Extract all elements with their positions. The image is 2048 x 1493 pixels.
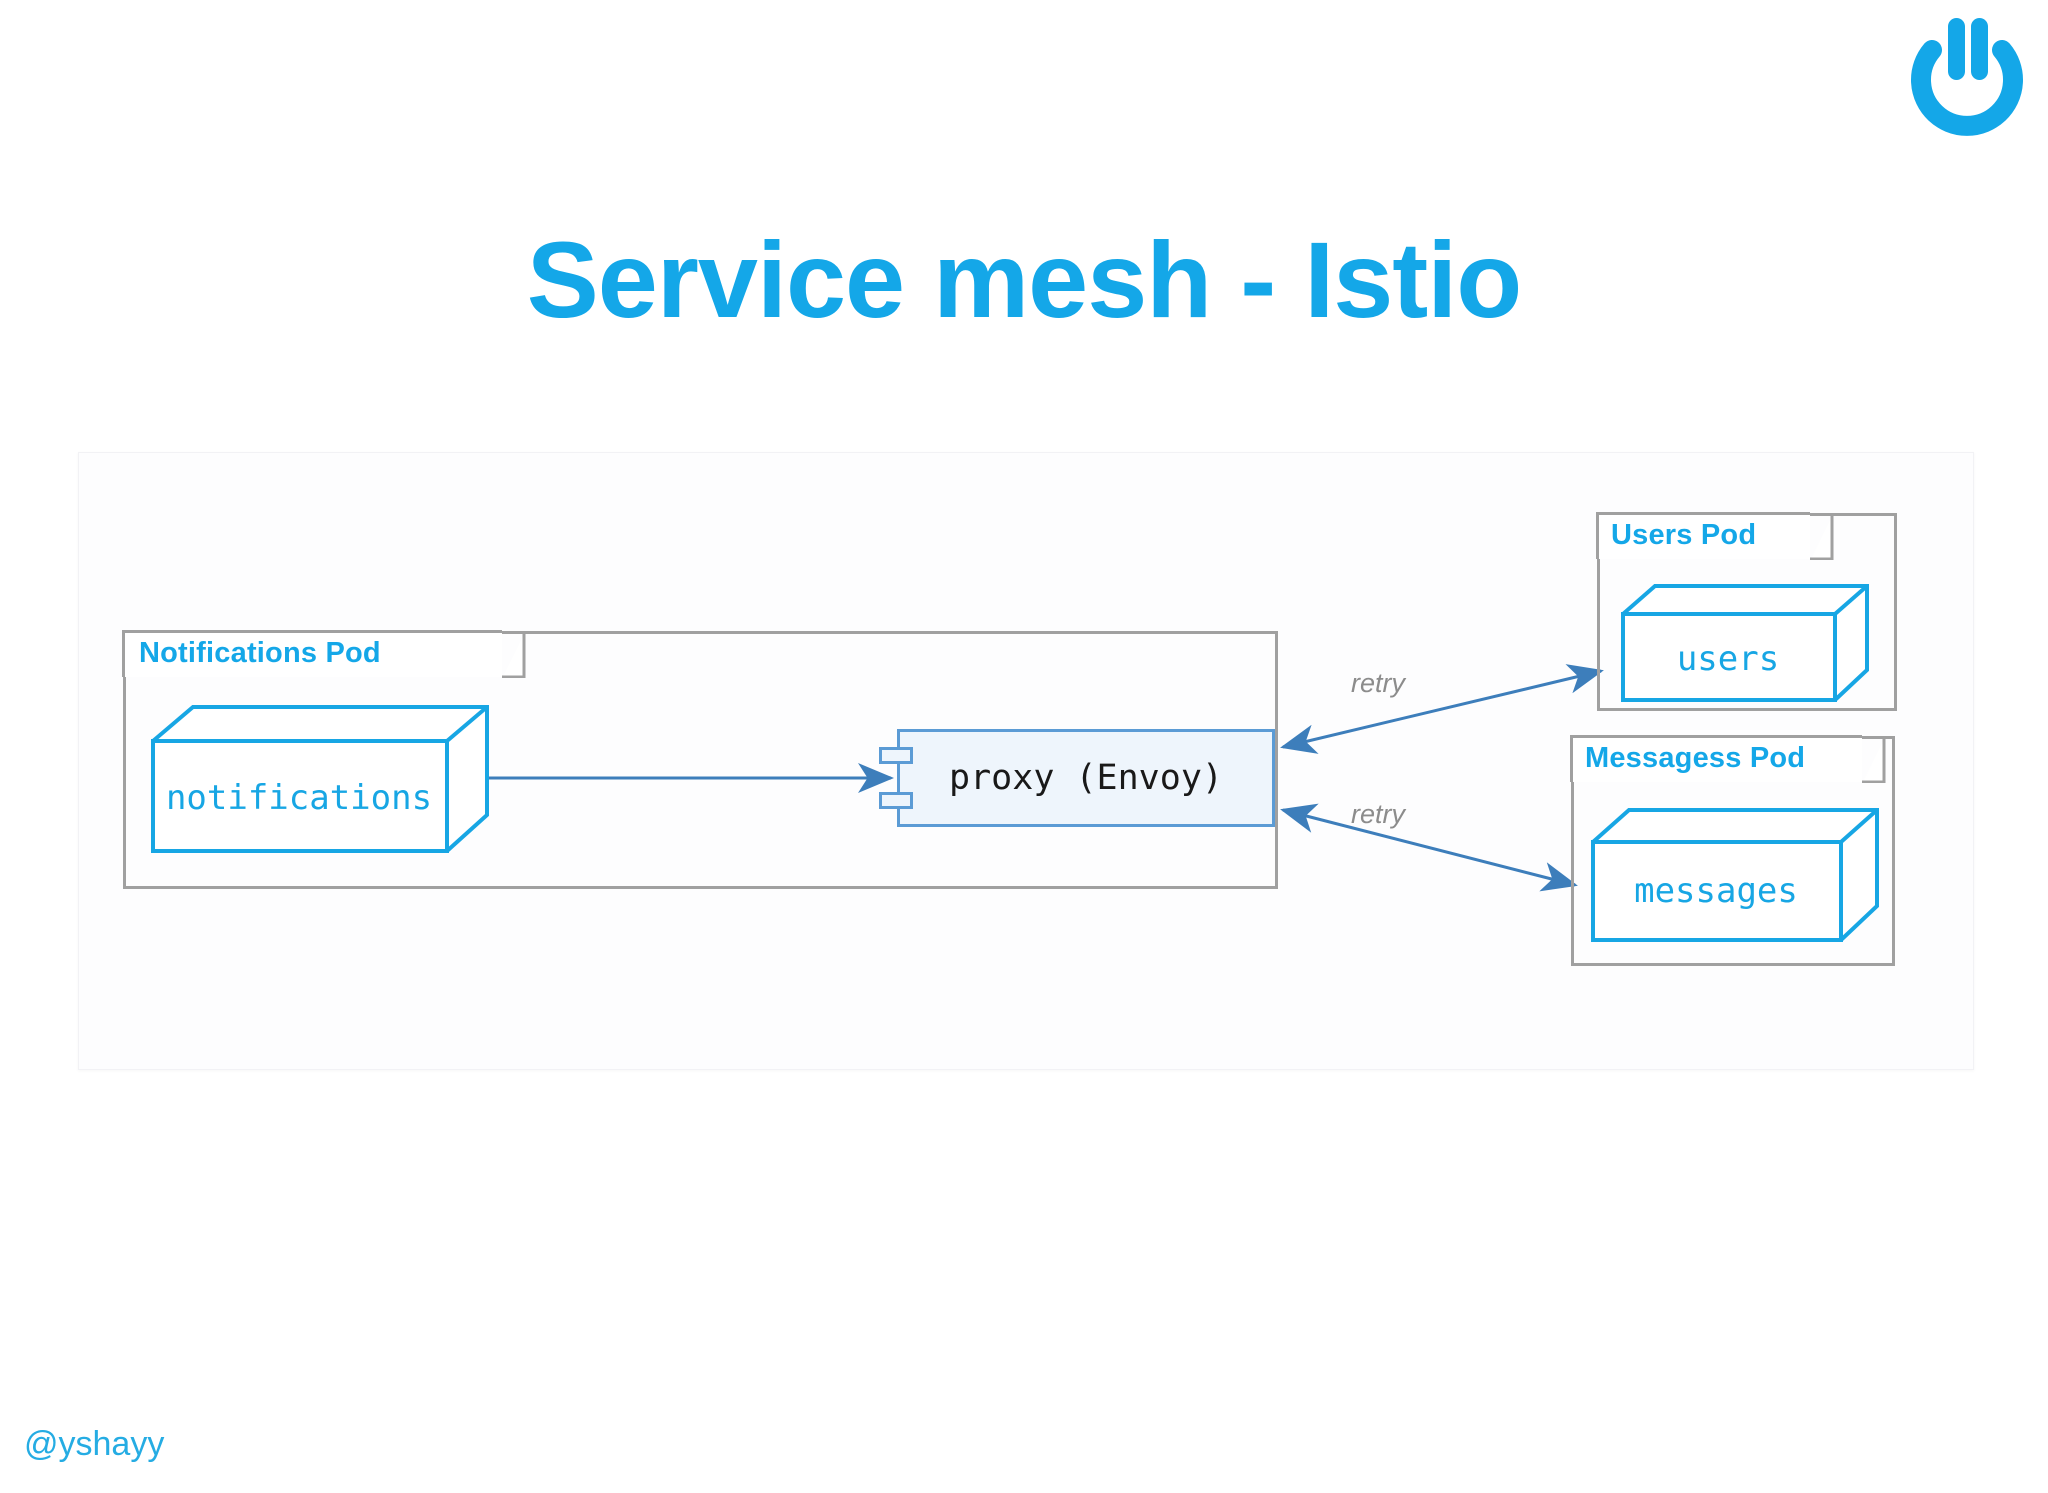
pod-users-tab-fold — [1810, 513, 1834, 560]
pod-notifications-body — [123, 631, 1278, 889]
edge-label-retry-messages: retry — [1351, 799, 1405, 829]
pod-notifications: Notifications Pod notifications — [122, 630, 1278, 889]
pod-messages-tab-fold — [1862, 736, 1886, 783]
diagram-container: Notifications Pod notifications proxy (E… — [78, 452, 1974, 1070]
component-port-top-icon — [879, 747, 913, 764]
node-messages-label: messages — [1634, 871, 1798, 911]
edge-proxy-users — [1280, 664, 1604, 754]
pod-messages-tab — [1570, 735, 1862, 782]
node-notifications: notifications — [149, 703, 491, 855]
pod-notifications-label: Notifications Pod — [139, 637, 381, 669]
diagram-connectors-layer — [444, 664, 1604, 892]
pod-messages: Messagess Pod messages — [1570, 735, 1895, 966]
node-notifications-label: notifications — [165, 778, 433, 818]
component-proxy-envoy[interactable]: proxy (Envoy) — [879, 729, 1275, 827]
node-users: users — [1619, 582, 1871, 704]
component-proxy-envoy-box — [897, 729, 1275, 827]
brand-logo — [1902, 14, 2032, 140]
pod-notifications-tab — [122, 630, 502, 677]
edge-proxy-messages — [1280, 803, 1578, 892]
author-handle: @yshayy — [24, 1425, 165, 1463]
pod-notifications-tab-fold — [502, 631, 526, 678]
node-messages: messages — [1589, 806, 1881, 944]
edge-label-retry-users: retry — [1351, 668, 1405, 698]
node-users-shape — [1621, 584, 1869, 702]
page-title: Service mesh - Istio — [526, 219, 1522, 340]
node-notifications-shape — [151, 705, 489, 853]
pod-users-label: Users Pod — [1611, 519, 1757, 551]
component-port-bottom-icon — [879, 792, 913, 809]
node-users-label: users — [1676, 639, 1780, 679]
component-proxy-envoy-label: proxy (Envoy) — [949, 758, 1223, 798]
pod-messages-label: Messagess Pod — [1585, 742, 1806, 774]
node-messages-shape — [1591, 808, 1879, 942]
pod-users: Users Pod users — [1596, 512, 1897, 711]
pod-users-tab — [1596, 512, 1810, 559]
power-hand-icon — [1911, 18, 2023, 136]
